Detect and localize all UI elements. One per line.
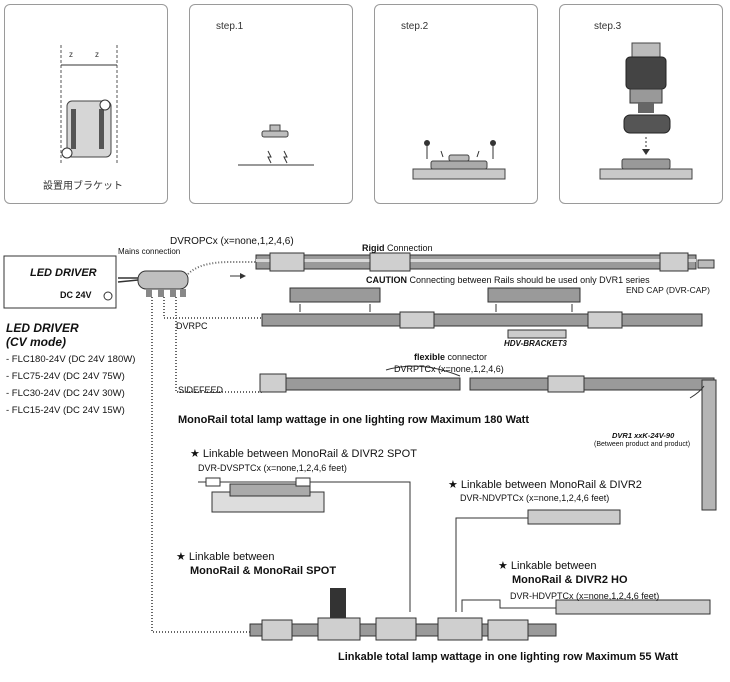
flex-rest: connector bbox=[445, 352, 488, 362]
step2-illustration bbox=[412, 140, 506, 180]
driver-model-3: - FLC30-24V (DC 24V 30W) bbox=[6, 388, 125, 399]
flex-bold: flexible bbox=[414, 352, 446, 362]
caution-rest: Connecting between Rails should be used … bbox=[407, 275, 650, 285]
driver-model-1: - FLC180-24V (DC 24V 180W) bbox=[6, 354, 136, 365]
spot-code: DVR-DVSPTCx (x=none,1,2,4,6 feet) bbox=[198, 463, 347, 473]
driver-info-mode: (CV mode) bbox=[6, 335, 66, 349]
ho-title-2: MonoRail & DIVR2 HO bbox=[512, 574, 628, 586]
ho-code: DVR-HDVPTCx (x=none,1,2,4,6 feet) bbox=[510, 591, 660, 601]
ho-title: ★ Linkable between bbox=[498, 560, 597, 572]
dvrptc-label: DVRPTCx (x=none,1,2,4,6) bbox=[394, 364, 504, 374]
mains-label: Mains connection bbox=[118, 247, 181, 256]
rigid-rest: Connection bbox=[384, 243, 433, 253]
dvr1-label: DVR1 xxK-24V-90 bbox=[612, 431, 675, 440]
caution-label: CAUTION Connecting between Rails should … bbox=[366, 276, 650, 285]
driver-box-title: LED DRIVER bbox=[30, 267, 97, 279]
divr2-title: ★ Linkable between MonoRail & DIVR2 bbox=[448, 479, 642, 491]
svg-text:z: z bbox=[95, 50, 99, 59]
dvr1-sub-label: (Between product and product) bbox=[594, 441, 691, 448]
rigid-bold: Rigid bbox=[362, 243, 385, 253]
panel-step1: step.1 bbox=[189, 4, 353, 204]
flex-label: flexible connector bbox=[414, 353, 487, 362]
driver-model-4: - FLC15-24V (DC 24V 15W) bbox=[6, 405, 125, 416]
svg-text:z: z bbox=[69, 50, 73, 59]
sidefeed-label: SIDEFEED bbox=[178, 385, 224, 395]
endcap-label: END CAP (DVR-CAP) bbox=[626, 285, 710, 295]
rigid-label: Rigid Connection bbox=[362, 244, 433, 253]
max180-label: MonoRail total lamp wattage in one light… bbox=[178, 414, 530, 426]
bracket3-label: HDV-BRACKET3 bbox=[504, 339, 567, 348]
panel-step2: step.2 bbox=[374, 4, 538, 204]
panel-step3: step.3 bbox=[559, 4, 723, 204]
spot-title: ★ Linkable between MonoRail & DIVR2 SPOT bbox=[190, 448, 417, 460]
step2-label: step.2 bbox=[401, 21, 429, 32]
driver-info-title: LED DRIVER bbox=[6, 321, 79, 335]
hub bbox=[137, 270, 189, 290]
step1-illustration bbox=[238, 124, 314, 166]
mono-spot-title: ★ Linkable between bbox=[176, 551, 275, 563]
dvropc-label: DVROPCx (x=none,1,2,4,6) bbox=[170, 236, 294, 247]
step1-label: step.1 bbox=[216, 21, 244, 32]
driver-box-voltage: DC 24V bbox=[60, 290, 92, 300]
divr2-code: DVR-NDVPTCx (x=none,1,2,4,6 feet) bbox=[460, 493, 610, 503]
bracket-label: 設置用ブラケット bbox=[43, 181, 123, 192]
driver-model-2: - FLC75-24V (DC 24V 75W) bbox=[6, 371, 125, 382]
driver-box bbox=[3, 255, 117, 309]
dvrpc-label: DVRPC bbox=[176, 321, 208, 331]
step3-illustration bbox=[599, 42, 693, 180]
mono-spot-title-2: MonoRail & MonoRail SPOT bbox=[190, 565, 337, 577]
max55-label: Linkable total lamp wattage in one light… bbox=[338, 651, 679, 663]
caution-bold: CAUTION bbox=[366, 275, 407, 285]
step3-label: step.3 bbox=[594, 21, 622, 32]
